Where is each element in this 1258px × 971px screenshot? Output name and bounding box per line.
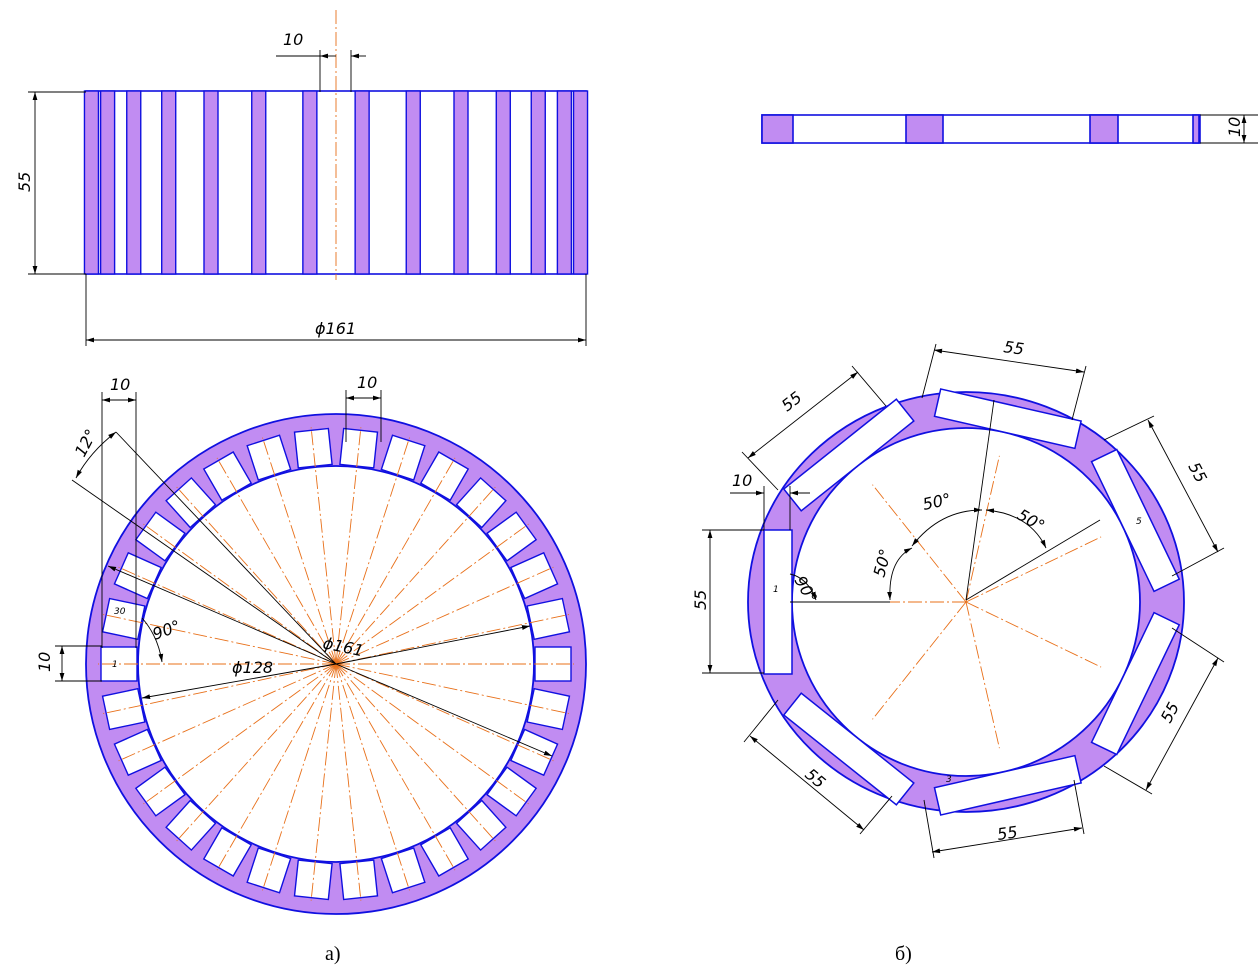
- magnet-b: [763, 529, 793, 675]
- magnet-axis-b: [965, 536, 1102, 603]
- slot-axis-a: [335, 486, 496, 665]
- side-view-a-tooth: [405, 90, 421, 275]
- slot-axis-a: [335, 457, 456, 665]
- side-view-a-dimensions: 10 55 ϕ161: [15, 10, 587, 346]
- side-view-a-tooth: [354, 90, 370, 275]
- slot-axis-a: [335, 437, 410, 665]
- top-a-slot-width-left: 10: [110, 375, 130, 394]
- b-magnet-number-5: 5: [1136, 517, 1142, 527]
- slot-axis-a: [176, 486, 337, 665]
- side-view-a-tooth: [453, 90, 469, 275]
- magnet-b: [933, 388, 1083, 450]
- slot-a-outline: [101, 597, 146, 641]
- slot-axis-a: [118, 566, 337, 665]
- slot-axis-a: [335, 663, 529, 805]
- side-view-a-tooth: [203, 90, 219, 275]
- slot-axis-a: [335, 663, 496, 842]
- side-view-a-tooth: [530, 90, 546, 275]
- side-a-diameter-label: ϕ161: [315, 319, 356, 338]
- magnet-axis-b: [965, 601, 1102, 668]
- side-view-a-tooth: [251, 90, 267, 275]
- side-view-a-tooth: [99, 90, 116, 275]
- magnet-b-outline: [933, 388, 1083, 450]
- b-length-label-1: 55: [691, 590, 710, 610]
- top-view-a-dimensions: 10 10 12° 10 30 90° 1 ϕ128 ϕ161: [35, 373, 553, 757]
- slot-axis-a: [335, 663, 569, 714]
- b-length-label-3: 55: [1002, 337, 1025, 359]
- side-view-a-tooth: [126, 90, 142, 275]
- slot-axes-a: [98, 427, 574, 901]
- b-length-label-7: 55: [801, 765, 829, 793]
- top-a-slot-height-label: 10: [35, 652, 54, 672]
- magnet-b-outline: [763, 529, 793, 675]
- slot-axis-a: [216, 663, 337, 871]
- slot-a: [101, 597, 146, 641]
- side-view-a-tooth: [302, 90, 318, 275]
- caption-b: б): [895, 943, 912, 965]
- side-view-a-tooth: [556, 90, 573, 275]
- b-length-label-2: 55: [778, 388, 806, 416]
- slot-axis-a: [216, 457, 337, 665]
- side-view-a-tooth: [572, 90, 589, 275]
- slot-axis-a: [335, 523, 529, 665]
- b-magnet-number-3: 3: [946, 775, 952, 785]
- slot-axis-a: [335, 663, 362, 901]
- magnet-b: [933, 754, 1083, 816]
- side-view-a-tooth: [83, 90, 100, 275]
- top-a-slot-number: 1: [112, 660, 118, 670]
- side-a-width-label: 10: [283, 30, 303, 49]
- top-a-slot-depth-label: 30: [114, 607, 126, 617]
- slot-a-outline: [526, 687, 571, 731]
- b-magnet-number-1: 1: [773, 585, 779, 595]
- side-b-thickness-label: 10: [1225, 117, 1244, 137]
- slot-a: [526, 597, 571, 641]
- slot-axis-a: [118, 663, 337, 762]
- top-a-angle-label: 12°: [71, 426, 101, 460]
- magnet-axis-b: [872, 601, 967, 720]
- slot-axis-a: [310, 663, 337, 901]
- b-length-label-5: 55: [1157, 699, 1183, 726]
- slot-axis-a: [262, 663, 337, 891]
- side-a-height-label: 55: [15, 172, 34, 192]
- slot-a-outline: [526, 597, 571, 641]
- side-view-a-tooth: [495, 90, 511, 275]
- slot-a: [526, 687, 571, 731]
- magnet-axis-b: [965, 601, 1000, 749]
- b-length-label-6: 55: [996, 822, 1019, 844]
- slot-axis-a: [262, 437, 337, 665]
- top-a-inner-diameter: ϕ128: [232, 658, 273, 677]
- slot-axis-a: [176, 663, 337, 842]
- caption-a: а): [325, 943, 341, 965]
- top-a-slot-width-top: 10: [357, 373, 377, 392]
- slot-axis-a: [335, 566, 554, 665]
- slot-axis-a: [310, 427, 337, 665]
- slot-axis-a: [143, 663, 337, 805]
- side-view-a-tooth: [161, 90, 177, 275]
- b-width-label: 10: [732, 471, 752, 490]
- magnet-axis-b: [965, 455, 1000, 603]
- b-length-label-4: 55: [1184, 459, 1210, 486]
- slot-a-outline: [101, 687, 146, 731]
- slot-axis-a: [103, 614, 337, 665]
- side-view-b: 10: [761, 114, 1258, 144]
- slot-axis-a: [103, 663, 337, 714]
- slot-axis-a: [143, 523, 337, 665]
- slot-axis-a: [335, 663, 410, 891]
- magnet-b-outline: [933, 754, 1083, 816]
- slot-axis-a: [335, 614, 569, 665]
- slot-axis-a: [335, 427, 362, 665]
- slot-a: [101, 687, 146, 731]
- slot-axis-a: [335, 663, 456, 871]
- slot-axis-a: [335, 663, 554, 762]
